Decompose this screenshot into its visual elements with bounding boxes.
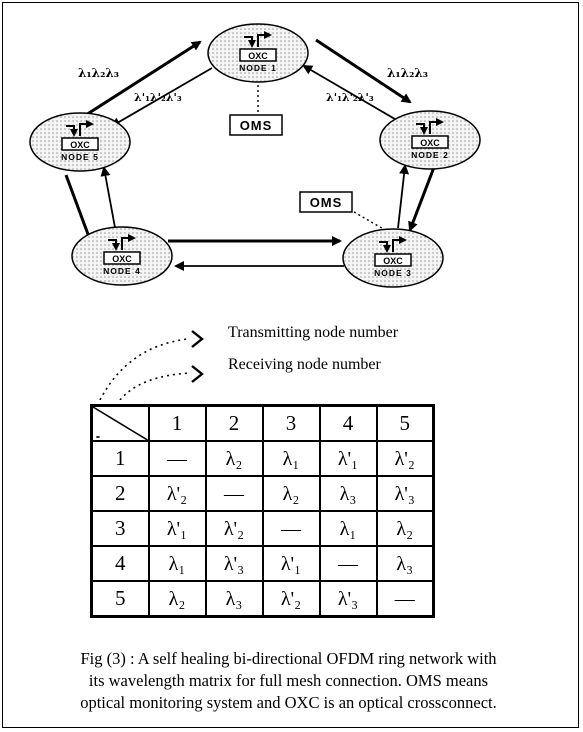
matrix-cell: λ'₂ bbox=[375, 440, 435, 477]
oxc-label: OXC bbox=[420, 138, 440, 148]
wl-label-top-right-outer: λ₁λ₂λ₃ bbox=[387, 66, 428, 80]
matrix-cell: λ'₃ bbox=[318, 580, 378, 618]
matrix-cell: λ₁ bbox=[318, 510, 378, 547]
node-name: NODE 5 bbox=[61, 152, 99, 162]
matrix-cell: λ'₃ bbox=[204, 545, 264, 582]
matrix-col-header: 5 bbox=[375, 404, 435, 442]
matrix-cell: — bbox=[375, 580, 435, 618]
matrix-cell: — bbox=[318, 545, 378, 582]
caption-line-3: optical monitoring system and OXC is an … bbox=[80, 693, 497, 712]
oxc-label: OXC bbox=[383, 256, 403, 266]
matrix-col-header: 2 bbox=[204, 404, 264, 442]
matrix-cell: λ₃ bbox=[318, 475, 378, 512]
link-1-2-outer bbox=[315, 38, 412, 104]
oxc-label: OXC bbox=[70, 140, 90, 150]
matrix-cell: — bbox=[261, 510, 321, 547]
add-drop-switch-icon bbox=[416, 118, 444, 135]
oms-label-2: OMS bbox=[310, 195, 343, 210]
matrix-row-header: 2 bbox=[90, 475, 150, 512]
legend-transmitting: Transmitting node number bbox=[228, 324, 399, 341]
nodes: OXC NODE 1 OXC NODE 2 OXC NODE 3 OXC NODE 4 OXC N… bbox=[29, 23, 481, 288]
matrix-cell: λ'₂ bbox=[204, 510, 264, 547]
link-1-5-inner bbox=[110, 67, 213, 128]
link-5-1-outer bbox=[77, 40, 202, 122]
ring-network-diagram: OMS OMS λ₁λ₂λ₃ λ'₁λ'₂λ'₃ λ₁λ₂λ₃ λ'₁λ'₂λ'… bbox=[29, 23, 481, 400]
matrix-cell: λ₁ bbox=[261, 440, 321, 477]
legend-arrows bbox=[99, 338, 191, 400]
legend-arrow-receiving bbox=[119, 372, 191, 400]
matrix-cell: λ'₃ bbox=[375, 475, 435, 512]
matrix-cell: λ₂ bbox=[261, 475, 321, 512]
matrix-row-header: 5 bbox=[90, 580, 150, 618]
matrix-cell: λ'₁ bbox=[261, 545, 321, 582]
oxc-box bbox=[374, 253, 412, 267]
link-2-1-inner bbox=[302, 64, 401, 123]
caption-line-2: its wavelength matrix for full mesh conn… bbox=[88, 671, 489, 690]
caption-line-1: Fig (3) : A self healing bi-directional … bbox=[80, 649, 497, 668]
matrix-cell: λ'₁ bbox=[318, 440, 378, 477]
link-4-5-inner bbox=[100, 166, 117, 234]
node-2: OXC NODE 2 bbox=[379, 110, 481, 170]
link-3-2-inner bbox=[397, 164, 410, 229]
node-3: OXC NODE 3 bbox=[342, 228, 444, 288]
matrix-row-header: 4 bbox=[90, 545, 150, 582]
node-1: OXC NODE 1 bbox=[207, 23, 309, 83]
matrix-row-header: 3 bbox=[90, 510, 150, 547]
add-drop-switch-icon bbox=[108, 234, 136, 251]
node-4: OXC NODE 4 bbox=[71, 226, 173, 286]
matrix-row-header: 1 bbox=[90, 440, 150, 477]
oxc-label: OXC bbox=[112, 254, 132, 264]
legend-arrowhead-receiving bbox=[191, 365, 204, 383]
matrix-cell: — bbox=[204, 475, 264, 512]
matrix-cell: λ'₂ bbox=[147, 475, 207, 512]
matrix-col-header: 1 bbox=[147, 404, 207, 442]
matrix-cell: λ'₂ bbox=[261, 580, 321, 618]
oms-label-1: OMS bbox=[240, 118, 273, 133]
add-drop-switch-icon bbox=[244, 31, 272, 48]
legend-arrow-transmitting bbox=[99, 338, 189, 400]
node-name: NODE 1 bbox=[239, 63, 277, 73]
figure-caption: Fig (3) : A self healing bi-directional … bbox=[0, 648, 577, 714]
matrix-cell: λ₁ bbox=[147, 545, 207, 582]
wl-label-top-left-outer: λ₁λ₂λ₃ bbox=[78, 66, 119, 80]
matrix-col-header: 4 bbox=[318, 404, 378, 442]
add-drop-switch-icon bbox=[379, 236, 407, 253]
wl-label-top-right-inner: λ'₁λ'₂λ'₃ bbox=[326, 91, 374, 104]
matrix-corner bbox=[90, 404, 150, 442]
node-5: OXC NODE 5 bbox=[29, 112, 131, 172]
matrix-cell: λ₃ bbox=[375, 545, 435, 582]
matrix-cell: λ₂ bbox=[204, 440, 264, 477]
matrix-cell: λ₂ bbox=[375, 510, 435, 547]
add-drop-switch-icon bbox=[66, 120, 94, 137]
legend-arrowhead-transmitting bbox=[191, 330, 204, 348]
oms-box-2: OMS bbox=[299, 191, 353, 213]
node-name: NODE 3 bbox=[374, 268, 412, 278]
node-name: NODE 2 bbox=[411, 150, 449, 160]
link-2-3-outer bbox=[408, 161, 438, 232]
oxc-box bbox=[239, 48, 277, 62]
matrix-cell: λ₃ bbox=[204, 580, 264, 618]
oxc-box bbox=[411, 135, 449, 149]
oxc-box bbox=[103, 251, 141, 265]
link-5-4-outer bbox=[64, 174, 94, 247]
matrix-cell: λ'₁ bbox=[147, 510, 207, 547]
oxc-box bbox=[61, 137, 99, 151]
ring-links bbox=[64, 38, 438, 271]
wl-label-top-left-inner: λ'₁λ'₂λ'₃ bbox=[134, 91, 182, 104]
node-name: NODE 4 bbox=[103, 266, 141, 276]
matrix-cell: — bbox=[147, 440, 207, 477]
matrix-col-header: 3 bbox=[261, 404, 321, 442]
legend-receiving: Receiving node number bbox=[228, 356, 381, 373]
oms-box-1: OMS bbox=[229, 114, 283, 136]
matrix-cell: λ₂ bbox=[147, 580, 207, 618]
oxc-label: OXC bbox=[248, 51, 268, 61]
